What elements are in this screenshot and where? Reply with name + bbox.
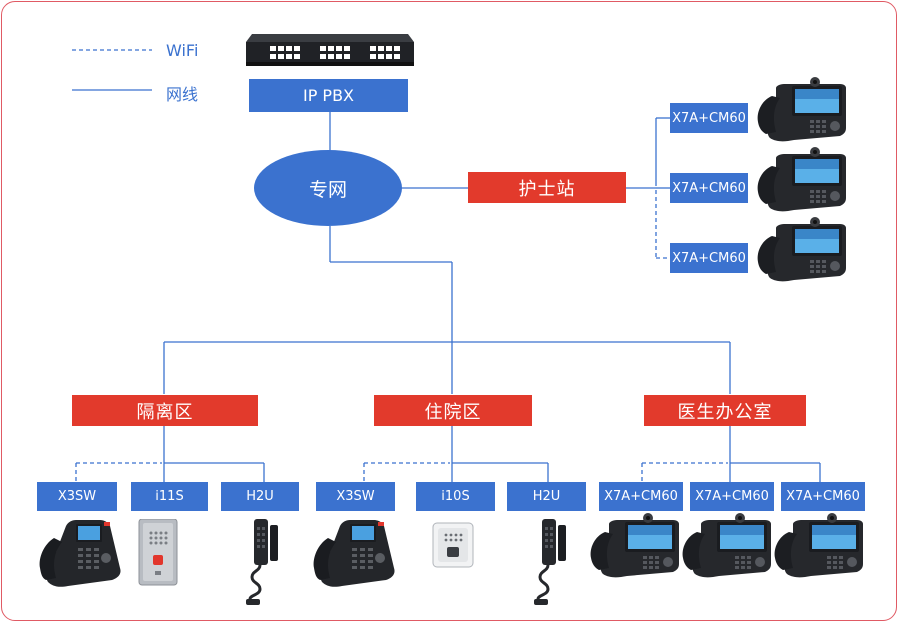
zone-label-isolation: 隔离区 — [72, 395, 258, 426]
nurse-device-label-1: X7A+CM60 — [670, 103, 748, 133]
hotel-handset-phone-icon — [240, 515, 282, 611]
zone-label-doctor-office: 医生办公室 — [644, 395, 806, 426]
zone2-device-label-3: H2U — [507, 482, 586, 511]
zone2-device-label-2: i10S — [416, 482, 495, 511]
nurse-device-label-3: X7A+CM60 — [670, 243, 748, 273]
nurse-station-label: 护士站 — [468, 172, 626, 203]
zone3-device-label-1: X7A+CM60 — [599, 482, 683, 511]
door-intercom-icon — [432, 522, 474, 572]
zone1-device-label-3: H2U — [221, 482, 299, 511]
private-network-node: 专网 — [254, 150, 402, 226]
video-desk-phone-icon — [754, 212, 850, 288]
video-desk-phone-icon — [754, 72, 850, 148]
video-desk-phone-icon — [754, 142, 850, 218]
zone1-device-label-1: X3SW — [37, 482, 117, 511]
hotel-handset-phone-icon — [528, 515, 570, 611]
desk-phone-icon — [312, 512, 398, 592]
video-desk-phone-icon — [679, 508, 775, 584]
video-desk-phone-icon — [771, 508, 867, 584]
zone1-device-label-2: i11S — [131, 482, 208, 511]
video-desk-phone-icon — [587, 508, 683, 584]
desk-phone-icon — [38, 512, 124, 592]
zone3-device-label-2: X7A+CM60 — [690, 482, 774, 511]
intercom-panel-icon — [137, 518, 179, 591]
zone-label-inpatient: 住院区 — [374, 395, 532, 426]
zone2-device-label-1: X3SW — [316, 482, 395, 511]
ip-pbx-switch-icon — [246, 28, 414, 72]
nurse-device-label-2: X7A+CM60 — [670, 173, 748, 203]
legend-cable-label: 网线 — [166, 85, 199, 104]
ip-pbx-label: IP PBX — [249, 79, 408, 112]
legend-wifi-label: WiFi — [166, 41, 199, 60]
zone3-device-label-3: X7A+CM60 — [781, 482, 865, 511]
